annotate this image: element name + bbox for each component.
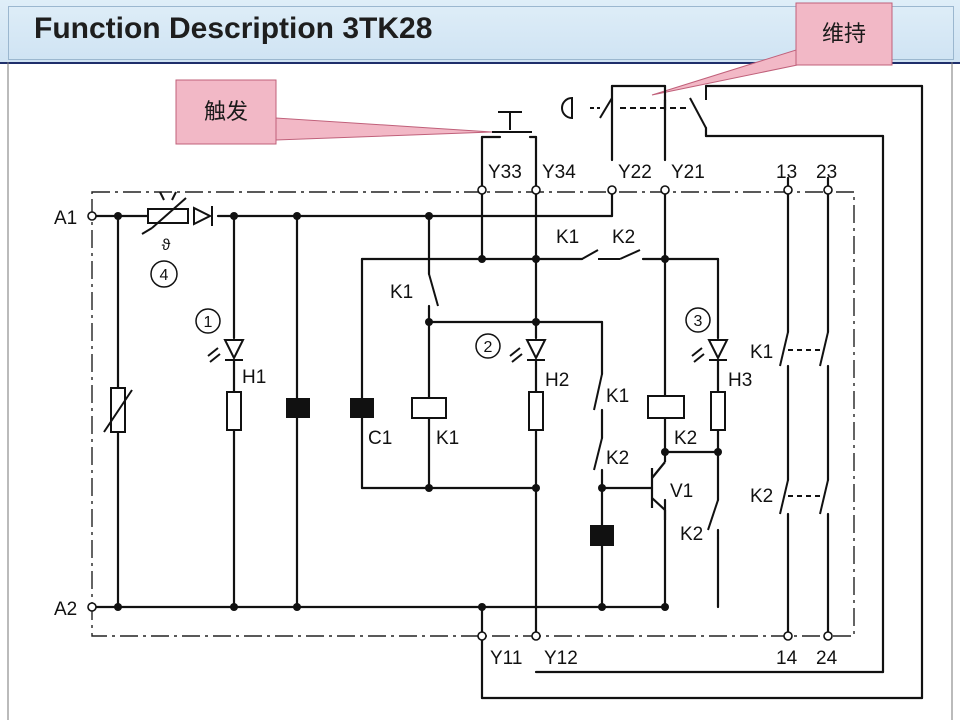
k1-k2-series-contacts bbox=[581, 249, 641, 260]
terminal-a1: A1 bbox=[54, 208, 77, 229]
diode-a1 bbox=[193, 206, 213, 226]
terminal-14: 14 bbox=[776, 648, 798, 669]
terminal-y12: Y12 bbox=[544, 648, 578, 669]
title-frame bbox=[8, 6, 954, 60]
page-title: Function Description 3TK28 bbox=[34, 12, 433, 45]
capacitor-v1 bbox=[590, 525, 614, 546]
label-h2: H2 bbox=[545, 370, 569, 391]
led-h1 bbox=[207, 339, 245, 431]
trigger-callout: 触发 bbox=[175, 79, 493, 145]
k1-contact-top bbox=[428, 273, 439, 307]
led-h2 bbox=[509, 339, 547, 431]
marker-2-label: 2 bbox=[484, 339, 493, 356]
label-k2-output: K2 bbox=[750, 486, 773, 507]
label-k1-coil: K1 bbox=[436, 428, 459, 449]
terminal-y11: Y11 bbox=[490, 648, 522, 669]
marker-4 bbox=[150, 260, 178, 288]
hold-switch bbox=[561, 86, 707, 129]
marker-4-label: 4 bbox=[160, 267, 169, 284]
coil-k1 bbox=[411, 397, 447, 419]
terminal-24: 24 bbox=[816, 648, 838, 669]
marker-1 bbox=[195, 308, 221, 334]
label-k2-h3: K2 bbox=[680, 524, 703, 545]
trigger-callout-label: 触发 bbox=[204, 100, 248, 125]
label-k1-base: K1 bbox=[606, 386, 629, 407]
label-h1: H1 bbox=[242, 367, 266, 388]
terminal-y33: Y33 bbox=[488, 162, 522, 183]
k2-contact-h3 bbox=[707, 499, 719, 531]
led-h3 bbox=[691, 339, 729, 431]
label-h3: H3 bbox=[728, 370, 752, 391]
ptc-thermistor bbox=[141, 191, 189, 235]
junction-dots bbox=[114, 212, 722, 611]
coil-k2 bbox=[647, 395, 685, 419]
label-v1: V1 bbox=[670, 481, 693, 502]
capacitor-block bbox=[286, 398, 310, 418]
terminal-circles bbox=[87, 185, 833, 641]
marker-2 bbox=[475, 333, 501, 359]
marker-3 bbox=[685, 307, 711, 333]
terminal-13: 13 bbox=[776, 162, 797, 183]
k1-k2-base-contacts bbox=[593, 373, 603, 471]
transistor-v1 bbox=[650, 452, 667, 520]
theta-symbol: ϑ bbox=[162, 237, 171, 254]
terminal-y34: Y34 bbox=[542, 162, 576, 183]
terminal-y22: Y22 bbox=[618, 162, 652, 183]
terminal-23: 23 bbox=[816, 162, 837, 183]
label-k1-series: K1 bbox=[556, 227, 579, 248]
label-c1: C1 bbox=[368, 428, 392, 449]
label-k2-series: K2 bbox=[612, 227, 635, 248]
marker-3-label: 3 bbox=[694, 313, 703, 330]
label-k1-top: K1 bbox=[390, 282, 413, 303]
output-contacts bbox=[779, 331, 829, 515]
wires bbox=[90, 84, 924, 700]
label-k2-base: K2 bbox=[606, 448, 629, 469]
varistor bbox=[103, 387, 133, 433]
capacitor-c1 bbox=[350, 398, 374, 418]
hold-callout: 维持 bbox=[651, 2, 893, 96]
hold-callout-label: 维持 bbox=[822, 22, 866, 47]
module-boundary bbox=[91, 191, 855, 637]
trigger-pushbutton bbox=[492, 111, 532, 133]
terminal-y21: Y21 bbox=[671, 162, 705, 183]
label-k1-output: K1 bbox=[750, 342, 773, 363]
label-k2-coil: K2 bbox=[674, 428, 697, 449]
terminal-a2: A2 bbox=[54, 599, 77, 620]
outer-border bbox=[7, 62, 953, 720]
marker-1-label: 1 bbox=[204, 314, 213, 331]
